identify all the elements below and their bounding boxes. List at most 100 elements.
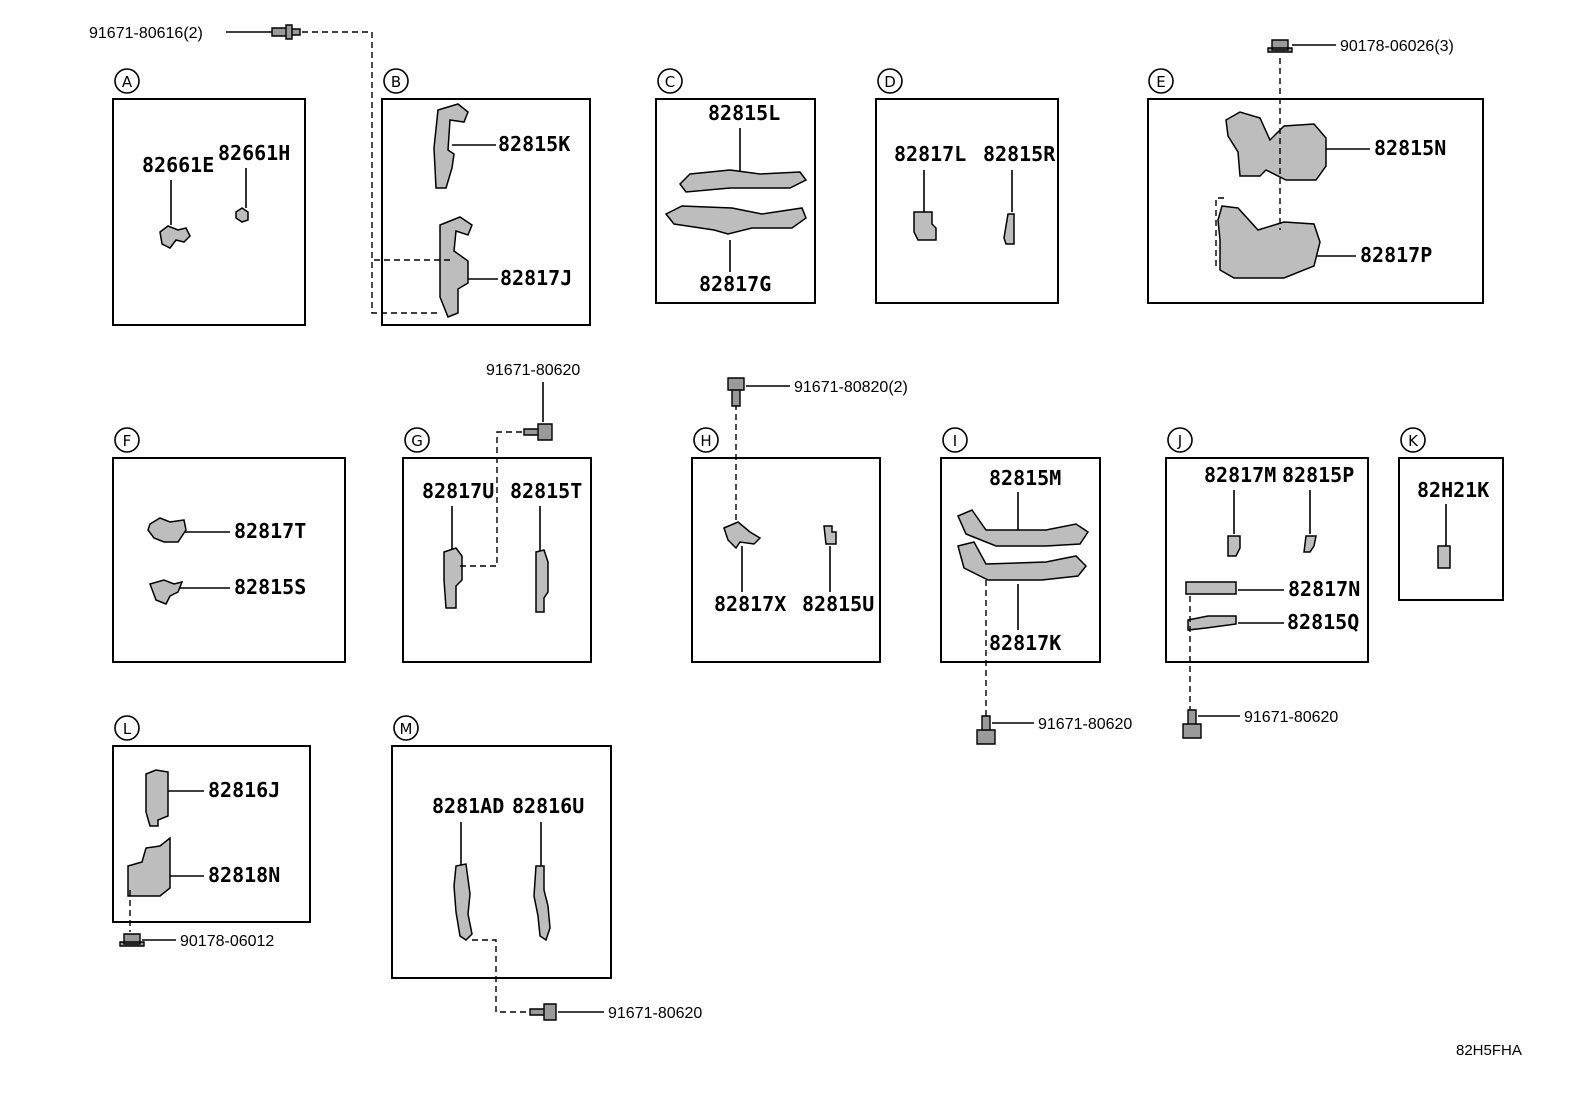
part-label-82815k[interactable]: 82815K — [498, 132, 570, 156]
section-m-marker — [393, 715, 419, 741]
fastener-label-g-91671-80620[interactable]: 91671-80620 — [486, 362, 580, 379]
section-j-letter: J — [1177, 432, 1182, 450]
section-h-box — [691, 457, 881, 663]
section-c-marker — [657, 68, 683, 94]
section-d-marker — [877, 68, 903, 94]
section-i: I 82815M 82817K — [940, 427, 1101, 716]
section-b: B 82815K 82817J — [371, 68, 591, 326]
bolt-icon — [529, 1003, 557, 1021]
part-label-82661e[interactable]: 82661E — [142, 153, 214, 177]
part-label-82816u[interactable]: 82816U — [512, 794, 584, 818]
fastener-label-i-91671-80620[interactable]: 91671-80620 — [1038, 716, 1132, 733]
part-label-82661h[interactable]: 82661H — [218, 141, 290, 165]
bolt-icon — [271, 24, 301, 40]
section-a-marker — [114, 68, 140, 94]
fastener-label-m-91671-80620[interactable]: 91671-80620 — [608, 1005, 702, 1022]
part-label-82815p[interactable]: 82815P — [1282, 463, 1354, 487]
part-82815q — [1187, 615, 1237, 631]
section-k-box — [1398, 457, 1504, 601]
part-label-82817l[interactable]: 82817L — [894, 142, 966, 166]
section-c-box — [655, 98, 816, 304]
part-label-82817u[interactable]: 82817U — [422, 479, 494, 503]
section-c: C 82815L 82817G — [655, 68, 816, 304]
part-label-82818n[interactable]: 82818N — [208, 863, 280, 887]
section-f-letter: F — [123, 432, 132, 450]
part-label-82817k[interactable]: 82817K — [989, 631, 1061, 655]
fastener-label-91671-80820[interactable]: 91671-80820(2) — [794, 379, 908, 396]
section-b-box — [381, 98, 591, 326]
section-e-marker — [1148, 68, 1174, 94]
diagram-code: 82H5FHA — [1456, 1042, 1522, 1059]
part-label-82817g[interactable]: 82817G — [699, 272, 771, 296]
part-label-82815r[interactable]: 82815R — [983, 142, 1056, 166]
section-g: G 82817U 82815T — [402, 427, 592, 663]
section-f-box — [112, 457, 346, 663]
part-label-82815n[interactable]: 82815N — [1374, 136, 1446, 160]
fastener-label-91671-80616[interactable]: 91671-80616(2) — [89, 25, 203, 42]
part-label-82815u[interactable]: 82815U — [802, 592, 874, 616]
part-label-8281ad[interactable]: 8281AD — [432, 794, 504, 818]
part-label-82817t[interactable]: 82817T — [234, 519, 306, 543]
part-82817j — [439, 216, 473, 318]
fastener-top-left: 91671-80616(2) — [89, 24, 373, 260]
fastener-i-bottom: 91671-80620 — [976, 715, 1132, 745]
part-82815k — [433, 103, 469, 189]
part-82661e — [159, 225, 191, 249]
section-a: A 82661E 82661H — [112, 68, 306, 326]
part-82815s — [149, 579, 184, 605]
part-label-82816j[interactable]: 82816J — [208, 778, 280, 802]
fastener-label-90178-06026[interactable]: 90178-06026(3) — [1340, 38, 1454, 55]
section-g-letter: G — [411, 432, 423, 450]
part-label-82h21k[interactable]: 82H21K — [1417, 478, 1489, 502]
part-82815n — [1225, 111, 1327, 181]
part-label-82815s[interactable]: 82815S — [234, 575, 306, 599]
nut-icon — [1267, 39, 1293, 53]
bolt-icon — [1182, 709, 1202, 739]
part-label-82817p[interactable]: 82817P — [1360, 243, 1432, 267]
fastener-g-top: 91671-80620 — [486, 362, 580, 441]
section-h: H 82817X 82815U — [691, 404, 881, 663]
bolt-icon — [976, 715, 996, 745]
part-label-82817m[interactable]: 82817M — [1204, 463, 1276, 487]
part-label-82817j[interactable]: 82817J — [500, 266, 572, 290]
fastener-l-bottom: 90178-06012 — [119, 933, 274, 950]
section-h-marker — [693, 427, 719, 453]
nut-icon — [119, 933, 145, 947]
part-label-82817n[interactable]: 82817N — [1288, 577, 1360, 601]
section-l-letter: L — [123, 720, 132, 738]
part-82815l — [679, 169, 808, 193]
part-82815r — [1003, 213, 1015, 245]
part-82815u — [823, 525, 837, 545]
section-k-letter: K — [1408, 432, 1419, 450]
section-d-box — [875, 98, 1059, 304]
fastener-label-90178-06012[interactable]: 90178-06012 — [180, 933, 274, 950]
section-i-letter: I — [953, 432, 957, 450]
section-f: F 82817T 82815S — [112, 427, 346, 663]
section-e: E 82815N 82817P — [1147, 58, 1484, 304]
section-k: K 82H21K — [1398, 427, 1504, 601]
section-j-marker — [1167, 427, 1193, 453]
section-a-letter: A — [122, 73, 133, 91]
section-h-letter: H — [700, 432, 711, 450]
part-label-82817x[interactable]: 82817X — [714, 592, 786, 616]
section-g-marker — [404, 427, 430, 453]
section-m-letter: M — [400, 720, 413, 738]
section-a-box — [112, 98, 306, 326]
part-label-82815m[interactable]: 82815M — [989, 466, 1061, 490]
section-e-letter: E — [1156, 73, 1165, 91]
part-82817g — [664, 205, 807, 235]
fastener-h-top: 91671-80820(2) — [727, 377, 908, 407]
part-label-82815t[interactable]: 82815T — [510, 479, 582, 503]
section-l: L 82816J 82818N — [112, 715, 311, 932]
section-f-marker — [114, 427, 140, 453]
section-i-marker — [942, 427, 968, 453]
fastener-label-j-91671-80620[interactable]: 91671-80620 — [1244, 709, 1338, 726]
part-label-82815q[interactable]: 82815Q — [1287, 610, 1359, 634]
section-m: M 8281AD 82816U — [391, 715, 612, 1013]
section-j: J 82817M 82815P 82817N 82815Q — [1165, 427, 1369, 710]
part-label-82815l[interactable]: 82815L — [708, 101, 780, 125]
part-82661h — [235, 207, 249, 223]
part-82818n — [127, 836, 171, 897]
part-82816u — [533, 865, 551, 942]
